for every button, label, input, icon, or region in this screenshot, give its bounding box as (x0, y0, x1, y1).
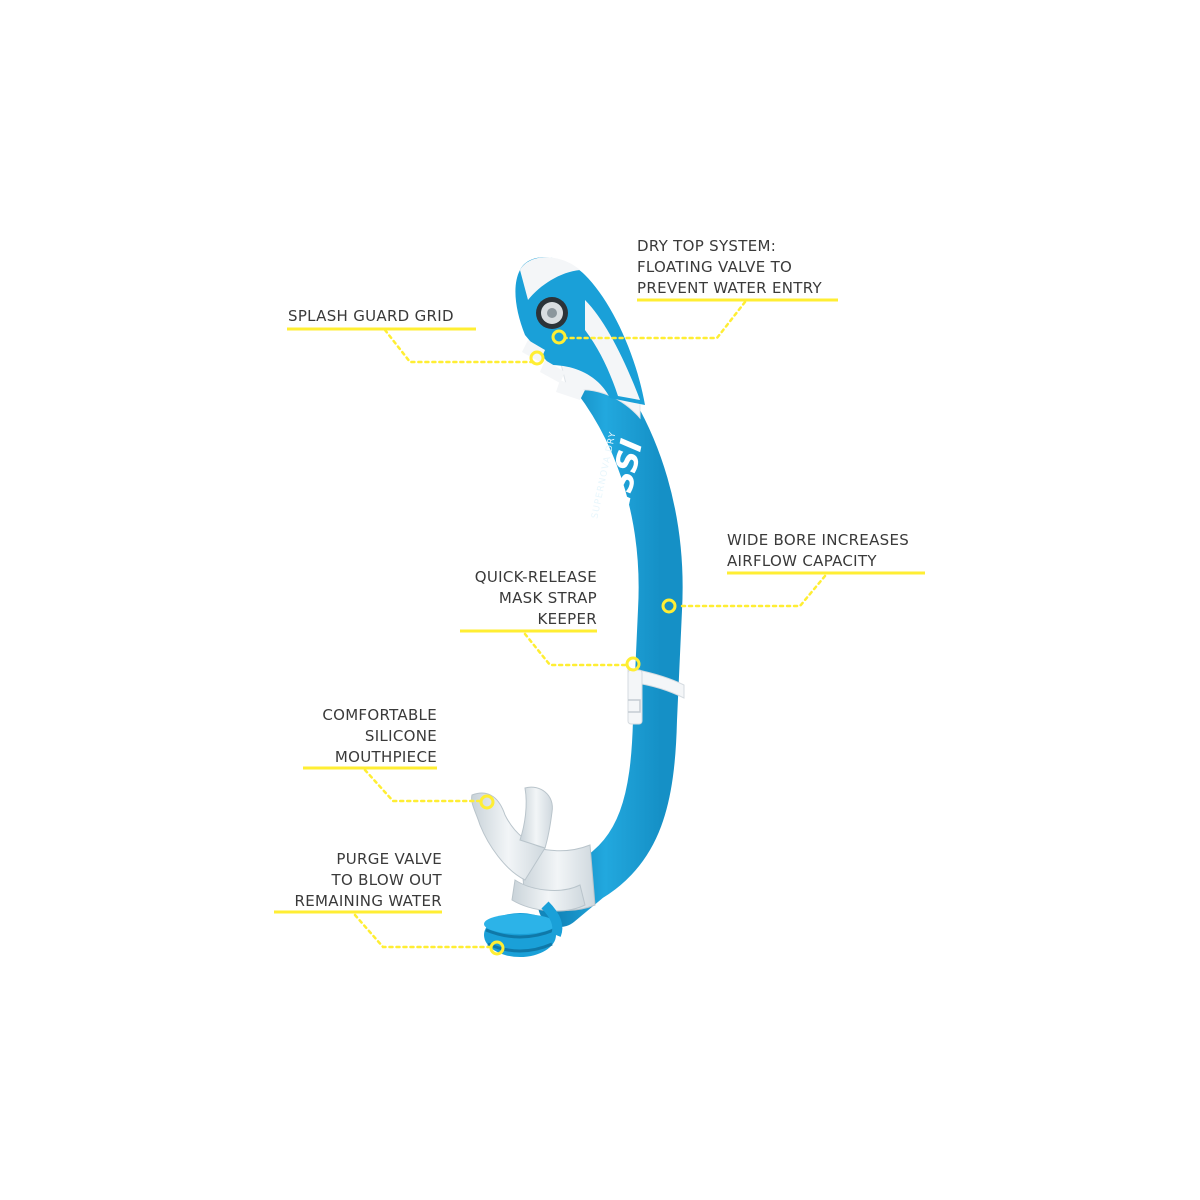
callout-dry-top: DRY TOP SYSTEM: FLOATING VALVE TO PREVEN… (637, 236, 822, 299)
silicone-mouthpiece (471, 786, 553, 881)
marker-dry-top (551, 329, 567, 345)
callout-line: SPLASH GUARD GRID (288, 307, 454, 325)
callout-splash-guard: SPLASH GUARD GRID (288, 306, 454, 327)
callout-line: WIDE BORE INCREASES (727, 531, 910, 549)
marker-wide-bore (661, 598, 677, 614)
leader-splash-guard (383, 328, 537, 364)
callout-line: REMAINING WATER (294, 892, 442, 910)
callout-line: PURGE VALVE (336, 850, 442, 868)
leader-purge-valve (353, 913, 492, 949)
callout-line: COMFORTABLE (322, 706, 437, 724)
marker-splash-guard (529, 350, 545, 366)
callout-mouthpiece: COMFORTABLE SILICONE MOUTHPIECE (322, 705, 437, 768)
callout-line: QUICK-RELEASE (474, 568, 597, 586)
leader-wide-bore (678, 574, 827, 608)
callout-wide-bore: WIDE BORE INCREASES AIRFLOW CAPACITY (727, 530, 909, 572)
callout-line: PREVENT WATER ENTRY (637, 279, 822, 297)
callout-line: MASK STRAP (498, 589, 597, 607)
callout-quick-release: QUICK-RELEASE MASK STRAP KEEPER (475, 567, 597, 630)
callout-line: MOUTHPIECE (334, 748, 437, 766)
callout-line: TO BLOW OUT (331, 871, 442, 889)
marker-purge-valve (489, 940, 505, 956)
marker-quick-release (625, 656, 641, 672)
snorkel-tube (538, 358, 683, 927)
callout-line: FLOATING VALVE TO (637, 258, 793, 276)
leader-dry-top (563, 300, 747, 340)
callout-line: KEEPER (537, 610, 597, 628)
leader-quick-release (523, 632, 630, 667)
dry-top-head (515, 257, 645, 405)
callout-line: SILICONE (364, 727, 437, 745)
callout-purge-valve: PURGE VALVE TO BLOW OUT REMAINING WATER (295, 849, 442, 912)
leader-mouthpiece (363, 768, 482, 803)
callout-line: AIRFLOW CAPACITY (727, 552, 877, 570)
callout-line: DRY TOP SYSTEM: (637, 237, 777, 255)
marker-mouthpiece (479, 794, 495, 810)
